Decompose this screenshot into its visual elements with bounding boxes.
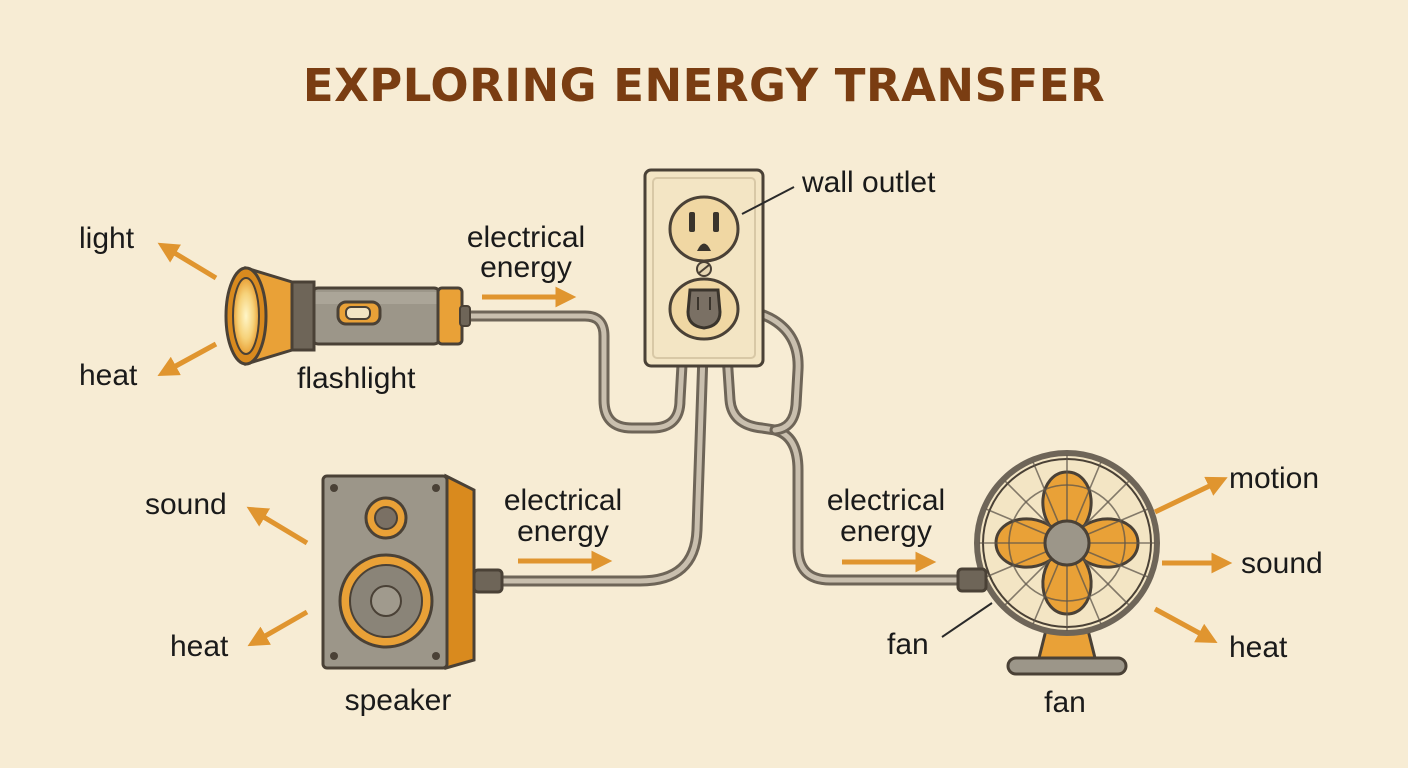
arrow-icon [247,609,309,647]
fan-heat-label: heat [1229,631,1288,664]
speaker-heat-label: heat [170,630,229,663]
fan-sound-label: sound [1241,547,1323,580]
speaker-icon [321,473,504,670]
wall-outlet-pointer [741,186,795,215]
speaker-input-label-1: electrical [504,484,622,517]
fan-pointer-label: fan [887,628,929,661]
arrow-icon [246,506,309,546]
flashlight-light-label: light [79,222,135,255]
fan-icon [956,450,1160,676]
arrow-icon [1153,476,1228,515]
flashlight-icon [224,265,471,367]
arrow-icon [157,341,218,377]
wall-outlet-label: wall outlet [801,166,936,199]
flashlight-label: flashlight [297,362,416,395]
arrow-icon [157,242,218,281]
fan-pointer-line [941,602,993,638]
speaker-sound-label: sound [145,488,227,521]
speaker-label: speaker [345,684,452,717]
fan-input-label-1: electrical [827,484,945,517]
flashlight-input-label-1: electrical [467,221,585,254]
speaker-input-label-2: energy [517,515,609,548]
page-title: EXPLORING ENERGY TRANSFER [303,59,1105,112]
fan-label: fan [1044,686,1086,719]
wall-outlet-icon [643,168,765,368]
arrow-icon [1153,606,1218,644]
flashlight-heat-label: heat [79,359,138,392]
fan-motion-label: motion [1229,462,1319,495]
fan-input-label-2: energy [840,515,932,548]
flashlight-input-label-2: energy [480,251,572,284]
